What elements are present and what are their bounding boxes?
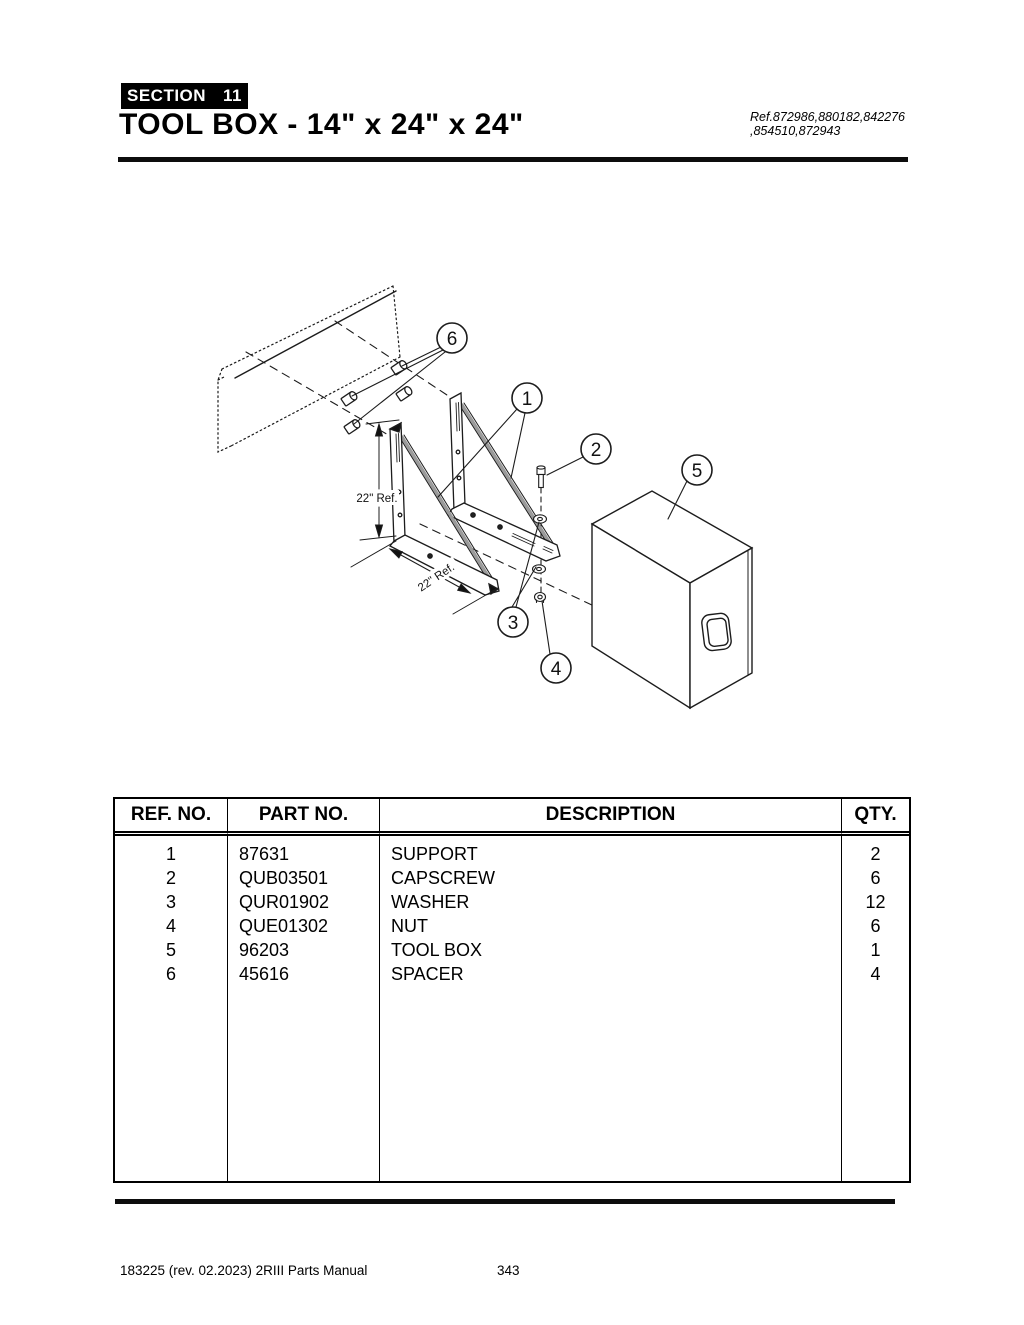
table-row: 6 45616 SPACER 4 (115, 962, 909, 986)
table-filler-row (115, 986, 909, 1181)
col-header-part-no: PART NO. (228, 799, 380, 836)
cell-part: 45616 (228, 962, 380, 986)
callout-3: 3 (497, 521, 540, 638)
toolbox (590, 490, 754, 710)
callout-2: 2 (546, 433, 612, 476)
callout-5-number: 5 (692, 461, 703, 482)
callout-3-number: 3 (508, 613, 519, 634)
cell-qty: 6 (870, 916, 881, 936)
cell-ref: 1 (115, 836, 228, 866)
cell-ref: 4 (115, 914, 228, 938)
footer-rule (115, 1199, 895, 1204)
cell-desc: CAPSCREW (380, 866, 842, 890)
exploded-diagram: 22" Ref. 22" Ref. 6 1 2 (217, 285, 754, 710)
callout-1-number: 1 (522, 389, 533, 410)
cell-part: 87631 (228, 836, 380, 866)
callout-4: 4 (540, 600, 572, 684)
col-header-qty: QTY. (842, 799, 909, 836)
cell-qty: 12 (865, 892, 886, 912)
footer-page-number: 343 (497, 1263, 520, 1278)
cell-desc: TOOL BOX (380, 938, 842, 962)
col-header-description: DESCRIPTION (380, 799, 842, 836)
parts-table: REF. NO. PART NO. DESCRIPTION QTY. 1 876… (113, 797, 911, 1183)
callout-6-number: 6 (447, 329, 458, 350)
cell-part: QUR01902 (228, 890, 380, 914)
table-row: 3 QUR01902 WASHER 12 (115, 890, 909, 914)
cell-ref: 5 (115, 938, 228, 962)
cell-part: 96203 (228, 938, 380, 962)
cell-desc: SPACER (380, 962, 842, 986)
section-badge: SECTION 11 (121, 83, 248, 109)
cell-desc: SUPPORT (380, 836, 842, 866)
cell-qty: 4 (870, 964, 881, 984)
callout-5: 5 (667, 454, 713, 520)
callout-4-number: 4 (551, 659, 562, 680)
col-header-ref-no: REF. NO. (115, 799, 228, 836)
table-row: 5 96203 TOOL BOX 1 (115, 938, 909, 962)
ref-line-2: ,854510,872943 (750, 124, 841, 138)
dimension-vertical: 22" Ref. (355, 419, 400, 541)
cell-desc: NUT (380, 914, 842, 938)
cell-part: QUB03501 (228, 866, 380, 890)
table-row: 2 QUB03501 CAPSCREW 6 (115, 866, 909, 890)
capscrew (536, 465, 546, 489)
ref-numbers: Ref.872986,880182,842276 ,854510,872943 (750, 110, 905, 138)
cell-qty: 2 (870, 844, 881, 864)
header-rule (118, 157, 908, 162)
table-row: 4 QUE01302 NUT 6 (115, 914, 909, 938)
footer-document-info: 183225 (rev. 02.2023) 2RIII Parts Manual (120, 1263, 368, 1278)
cell-ref: 6 (115, 962, 228, 986)
nut (533, 591, 547, 604)
parts-table-header-row: REF. NO. PART NO. DESCRIPTION QTY. (115, 799, 909, 836)
section-label: SECTION (127, 86, 207, 105)
cell-qty: 1 (870, 940, 881, 960)
table-row: 1 87631 SUPPORT 2 (115, 836, 909, 866)
cell-qty: 6 (870, 868, 881, 888)
cell-ref: 2 (115, 866, 228, 890)
callout-1: 1 (437, 382, 543, 498)
callout-2-number: 2 (591, 440, 602, 461)
section-number: 11 (223, 86, 242, 105)
cell-ref: 3 (115, 890, 228, 914)
toolbox-handle (701, 612, 732, 652)
page-title: TOOL BOX - 14" x 24" x 24" (119, 108, 524, 141)
mounting-beam (217, 285, 401, 453)
cell-desc: WASHER (380, 890, 842, 914)
callout-6: 6 (351, 322, 468, 425)
ref-line-1: Ref.872986,880182,842276 (750, 110, 906, 124)
cell-part: QUE01302 (228, 914, 380, 938)
dim-vertical-label: 22" Ref. (356, 493, 397, 505)
